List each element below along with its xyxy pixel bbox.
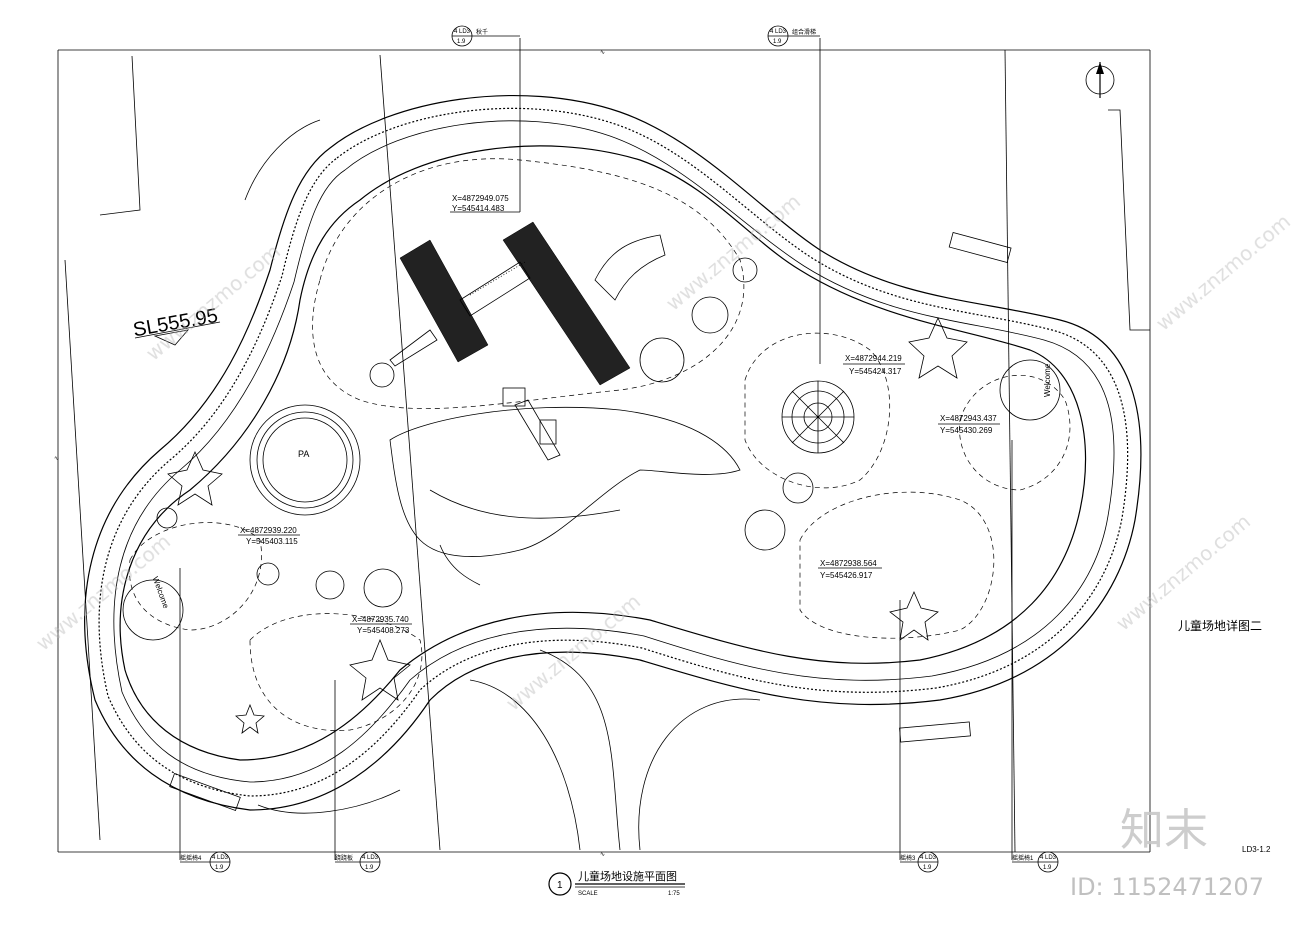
coord-1-x: X=4872949.075: [452, 194, 509, 203]
coord-6-y: Y=545408.273: [357, 626, 410, 635]
scale-value: 1:75: [668, 891, 680, 897]
side-title: 儿童场地详图二: [1178, 618, 1262, 633]
svg-text:∿: ∿: [54, 456, 59, 462]
welcome-right-label: Welcome: [1043, 363, 1052, 397]
callout-bottom-1-text: 摇摇椅4: [180, 854, 202, 862]
coord-3-y: Y=545430.269: [940, 426, 993, 435]
watermark-url-6: www.znzmo.com: [1111, 509, 1255, 635]
coord-5-x: X=4872938.564: [820, 559, 877, 568]
callout-bottom-3-num: 4: [920, 855, 924, 861]
benches: [169, 119, 1012, 814]
leader-lines: [179, 38, 1013, 860]
callout-bottom-3: 摇椅3 4 LD3 1.9: [900, 851, 939, 873]
watermark: 知末 ID: 1152471207 www.znzmo.com www.znzm…: [31, 189, 1295, 901]
callout-bottom-2-sheet: LD3: [367, 855, 379, 861]
callout-bottom-2-page: 1.9: [365, 865, 374, 871]
callout-bottom-4-text: 摇摇椅1: [1012, 854, 1034, 862]
callout-top-2-num: 4: [770, 29, 774, 35]
play-surface: [119, 145, 1087, 761]
whale-sculpture: [389, 406, 741, 586]
title-block: 1 儿童场地设施平面图 SCALE 1:75: [548, 869, 685, 897]
dimension-lines: [64, 49, 1150, 853]
callout-top-1-sheet: LD3: [459, 29, 471, 35]
coord-1-y: Y=545414.483: [452, 204, 505, 213]
watermark-url-4: www.znzmo.com: [31, 529, 175, 655]
callout-top-2-text: 组合滑梯: [792, 28, 816, 36]
callout-bottom-3-text: 摇椅3: [900, 854, 916, 862]
callout-bottom-3-sheet: LD3: [925, 855, 937, 861]
sheet-ref: LD3-1.2: [1242, 845, 1271, 854]
callout-top-1-text: 秋千: [476, 28, 488, 36]
callout-bottom-4-sheet: LD3: [1045, 855, 1057, 861]
outer-border-band: [84, 94, 1142, 811]
coord-5-y: Y=545426.917: [820, 571, 873, 580]
watermark-url-1: www.znzmo.com: [141, 239, 285, 365]
watermark-brand: 知末: [1120, 805, 1208, 856]
watermark-url-3: www.znzmo.com: [1151, 209, 1295, 335]
callout-bottom-2: 跷跷板 4 LD3 1.9: [335, 851, 381, 873]
coord-4-x: X=4872939.220: [240, 526, 297, 535]
callout-top-1-page: 1.9: [457, 39, 466, 45]
welcome-left-label: Welcome: [151, 575, 171, 610]
star-decorations: [167, 317, 968, 734]
watermark-url-5: www.znzmo.com: [501, 589, 645, 715]
callout-top-2-page: 1.9: [773, 39, 782, 45]
callout-bottom-3-page: 1.9: [923, 865, 932, 871]
watermark-id: ID: 1152471207: [1070, 873, 1264, 901]
climbing-frame: [389, 221, 666, 461]
callout-bottom-4: 摇摇椅1 4 LD3 1.9: [1012, 851, 1059, 873]
callout-bottom-4-num: 4: [1040, 855, 1044, 861]
callout-top-2-sheet: LD3: [775, 29, 787, 35]
coord-2-y: Y=545424.317: [849, 367, 902, 376]
coord-3-x: X=4872943.437: [940, 414, 997, 423]
mandala-feature: [781, 380, 855, 454]
coord-6-x: X=4872935.740: [352, 615, 409, 624]
svg-text:∿: ∿: [600, 852, 605, 858]
bottom-paths: [469, 649, 761, 851]
callout-bottom-1-sheet: LD3: [217, 855, 229, 861]
title-text: 儿童场地设施平面图: [578, 869, 677, 883]
activity-zones: [129, 158, 1071, 731]
pa-label: PA: [298, 449, 309, 459]
callout-bottom-4-page: 1.9: [1043, 865, 1052, 871]
coord-2-x: X=4872944.219: [845, 354, 902, 363]
callout-bottom-2-num: 4: [362, 855, 366, 861]
title-number: 1: [557, 880, 563, 891]
callout-top-1: 4 LD3 1.9 秋千: [451, 25, 520, 47]
callout-bottom-2-text: 跷跷板: [335, 854, 353, 862]
svg-text:∿: ∿: [600, 50, 605, 56]
callout-top-2: 4 LD3 1.9 组合滑梯: [767, 25, 820, 47]
scale-label: SCALE: [578, 891, 598, 897]
callout-bottom-1: 摇摇椅4 4 LD3 1.9: [180, 851, 231, 873]
pa-circle: PA: [249, 404, 361, 516]
stepping-pads: [156, 257, 814, 608]
callout-top-1-num: 4: [454, 29, 458, 35]
callout-bottom-1-num: 4: [212, 855, 216, 861]
north-arrow-icon: [1085, 62, 1115, 98]
sheet-frame: ∿ ∿ ∿: [54, 49, 1151, 858]
callout-bottom-1-page: 1.9: [215, 865, 224, 871]
coordinate-labels: X=4872949.075 Y=545414.483 X=4872944.219…: [238, 194, 1000, 635]
watermark-url-2: www.znzmo.com: [661, 189, 805, 315]
coord-4-y: Y=545403.115: [246, 537, 298, 546]
